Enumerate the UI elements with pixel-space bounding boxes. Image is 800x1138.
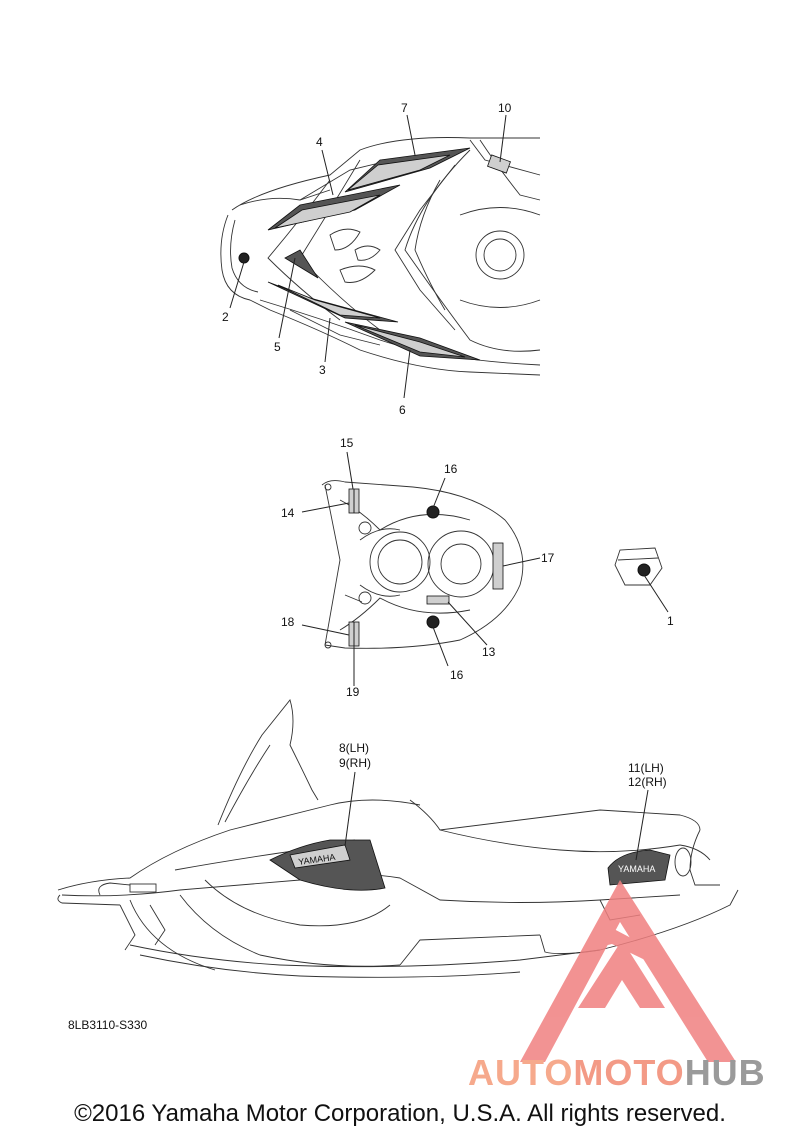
decal-10 (487, 154, 511, 174)
decal-17 (492, 542, 504, 590)
callout-16-bottom: 16 (450, 668, 464, 682)
decal-13 (426, 595, 450, 605)
callout-19: 19 (346, 685, 360, 699)
wordmark-moto: MOTO (573, 1052, 685, 1093)
part-1-housing (614, 547, 663, 586)
decal-5 (284, 249, 319, 279)
top-view-rear: 15 16 14 17 1 18 13 16 19 (281, 436, 674, 699)
part-code: 8LB3110-S330 (68, 1018, 148, 1032)
wordmark-hub: HUB (684, 1052, 766, 1093)
logo-triangle-outer (520, 880, 736, 1062)
automotohub-wordmark: AUTOMOTOHUB (468, 1052, 766, 1094)
callout-12-rh: 12(RH) (628, 775, 667, 789)
decal-3 (267, 281, 399, 323)
callout-1: 1 (667, 614, 674, 628)
callout-13: 13 (482, 645, 496, 659)
callout-15: 15 (340, 436, 354, 450)
callout-2: 2 (222, 310, 229, 324)
emblem-1 (637, 563, 651, 577)
callout-14: 14 (281, 506, 295, 520)
emblem-16-top (426, 505, 440, 519)
copyright-notice: ©2016 Yamaha Motor Corporation, U.S.A. A… (74, 1100, 726, 1127)
callout-17: 17 (541, 551, 555, 565)
callout-10: 10 (498, 101, 512, 115)
top-view-hood: 7 10 4 2 5 3 6 (220, 101, 541, 417)
callout-9-rh: 9(RH) (339, 756, 371, 770)
callout-16-top: 16 (444, 462, 458, 476)
callout-11-lh: 11(LH) (628, 761, 664, 775)
callout-5: 5 (274, 340, 281, 354)
emblem-16-bottom (426, 615, 440, 629)
callout-4: 4 (316, 135, 323, 149)
decal-11-12 (607, 849, 671, 886)
callout-6: 6 (399, 403, 406, 417)
automotohub-logo (520, 880, 736, 1062)
callout-8-lh: 8(LH) (339, 741, 369, 755)
emblem-2 (238, 252, 250, 264)
callout-7: 7 (401, 101, 408, 115)
logo-triangle-inner (578, 940, 665, 1008)
yamaha-decal-right-text: YAMAHA (618, 864, 655, 874)
callout-18: 18 (281, 615, 295, 629)
wordmark-auto: AUTO (468, 1052, 574, 1093)
callout-3: 3 (319, 363, 326, 377)
decal-8-9 (269, 839, 386, 891)
side-view-snowmobile: YAMAHA YAMAHA 8(LH) 9(RH) 11(LH) 12(RH) (57, 699, 739, 978)
